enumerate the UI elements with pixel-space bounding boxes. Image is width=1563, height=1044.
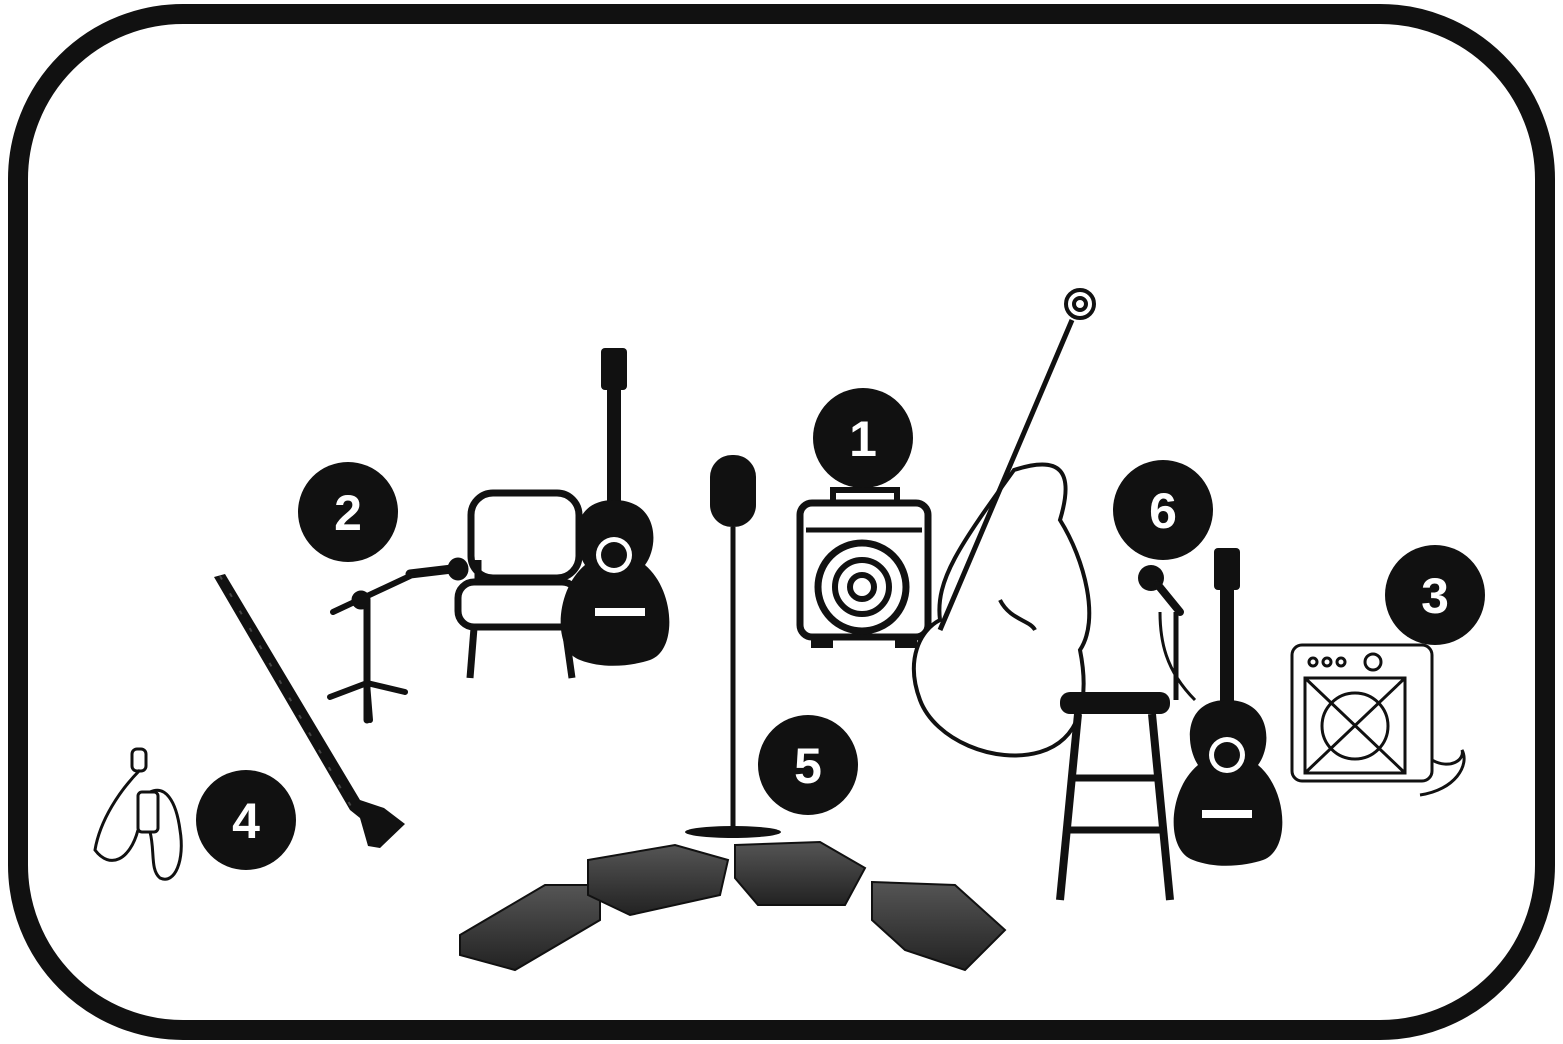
marker-5-label: 5 [794,738,822,794]
marker-4: 4 [196,770,296,870]
marker-6-label: 6 [1149,483,1177,539]
marker-4-label: 4 [232,793,260,849]
marker-5: 5 [758,715,858,815]
marker-1-label: 1 [849,411,877,467]
marker-2-label: 2 [334,485,362,541]
marker-3: 3 [1385,545,1485,645]
amplifier-icon [800,490,928,647]
marker-6: 6 [1113,460,1213,560]
marker-2: 2 [298,462,398,562]
marker-1: 1 [813,388,913,488]
marker-3-label: 3 [1421,568,1449,624]
